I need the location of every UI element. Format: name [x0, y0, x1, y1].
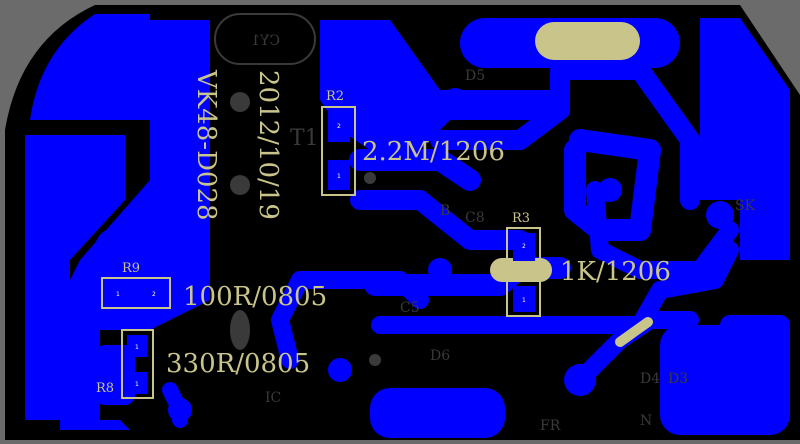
r9-value: 100R/0805	[183, 282, 327, 312]
label-d5: D5	[465, 68, 485, 84]
r2-value: 2.2M/1206	[362, 137, 505, 167]
label-d4: D4	[640, 371, 660, 387]
svg-text:2: 2	[522, 243, 526, 250]
resistor-r3: R3 2 1 1K/1206	[506, 211, 671, 317]
r3-value: 1K/1206	[560, 257, 671, 287]
label-ic: IC	[265, 390, 281, 406]
label-c5: C5	[400, 300, 420, 316]
pad-large-oval	[535, 22, 640, 60]
svg-text:1: 1	[135, 344, 139, 351]
label-d3: D3	[668, 371, 688, 387]
resistor-r8: R8 1 1 330R/0805	[96, 329, 310, 399]
board-title: VK48-D028	[191, 69, 221, 221]
r9-ref: R9	[122, 261, 140, 276]
bottom-silkscreen: CY1 T1 B C8 C5 IC D6 D4 D3 FR N D5 SK	[214, 13, 756, 434]
svg-text:2: 2	[337, 123, 341, 130]
r2-ref: R2	[326, 89, 344, 104]
svg-text:1: 1	[337, 173, 341, 180]
label-sk: SK	[735, 198, 756, 214]
r8-value: 330R/0805	[166, 349, 310, 379]
r8-ref: R8	[96, 381, 114, 396]
label-fr: FR	[540, 418, 561, 434]
svg-text:1: 1	[135, 381, 139, 388]
top-silkscreen: VK48-D028 2012/10/19 R2 2 1 2.2M/1206 R3…	[96, 22, 671, 399]
svg-text:1: 1	[116, 291, 120, 298]
label-b: B	[440, 203, 450, 219]
label-d6: D6	[430, 348, 450, 364]
label-cy1: CY1	[251, 33, 280, 49]
resistor-r2: R2 2 1 2.2M/1206	[321, 89, 505, 196]
label-t1: T1	[290, 126, 319, 151]
copper-layer	[25, 14, 790, 438]
label-c8: C8	[465, 210, 485, 226]
r3-ref: R3	[512, 211, 530, 226]
svg-text:1: 1	[522, 297, 526, 304]
svg-text:2: 2	[152, 291, 156, 298]
resistor-r9: R9 1 2 100R/0805	[101, 261, 327, 312]
label-n: N	[640, 413, 652, 429]
pad-oval-r3	[490, 258, 552, 282]
board-date: 2012/10/19	[253, 70, 283, 220]
